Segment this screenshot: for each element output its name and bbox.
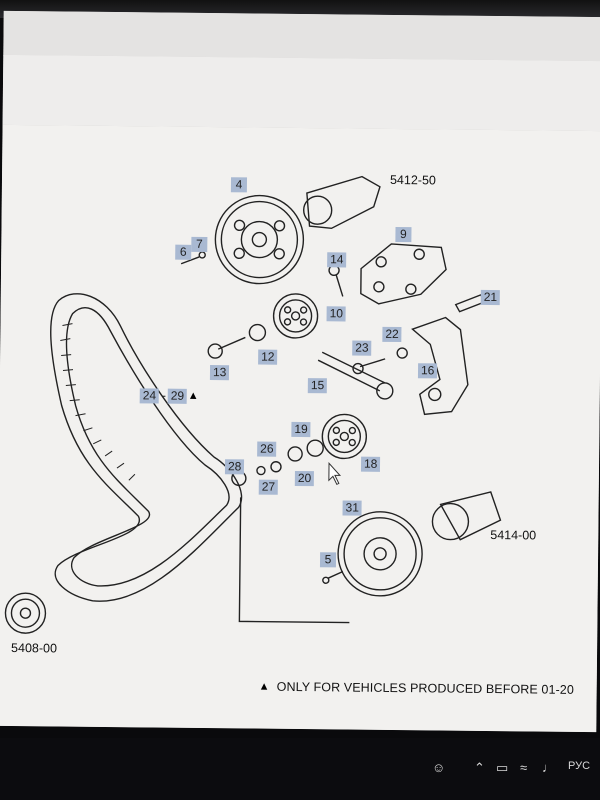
triangle-marker: ▲ [187, 389, 199, 402]
part-label-24[interactable]: 24 [139, 388, 160, 404]
footnote-triangle: ▲ [258, 680, 270, 693]
part-label-9[interactable]: 9 [395, 226, 412, 243]
part-label-10[interactable]: 10 [326, 306, 347, 322]
part-label-20[interactable]: 20 [294, 470, 315, 487]
page-header [2, 54, 600, 133]
ref-pump-shaft[interactable]: 5414-00 [490, 528, 537, 543]
wifi-icon[interactable]: ≈ [520, 760, 528, 775]
part-label-7[interactable]: 7 [191, 236, 208, 253]
ref-camshaft[interactable]: 5412-50 [389, 172, 436, 188]
part-label-21[interactable]: 21 [480, 289, 501, 306]
idler-roller-18 [321, 413, 368, 460]
screen: 4 6 7 9 10 12 13 14 15 16 18 19 20 21 22… [0, 10, 600, 733]
part-label-29[interactable]: 29 [167, 388, 188, 404]
part-label-19[interactable]: 19 [291, 421, 311, 438]
part-label-5[interactable]: 5 [319, 552, 337, 568]
range-dash: - [161, 388, 166, 403]
ref-crank-gear[interactable]: 5408-00 [11, 640, 58, 656]
chevron-up-icon[interactable]: ⌃ [474, 760, 485, 775]
camshaft-part [306, 175, 381, 230]
part-label-14[interactable]: 14 [327, 252, 347, 268]
tensioner-arm [411, 316, 469, 416]
part-label-15[interactable]: 15 [307, 378, 328, 394]
part-label-13[interactable]: 13 [209, 365, 230, 381]
part-label-12[interactable]: 12 [258, 349, 278, 365]
part-label-16[interactable]: 16 [417, 363, 438, 379]
idler-roller-10 [272, 293, 319, 339]
part-label-31[interactable]: 31 [342, 500, 363, 516]
part-label-28[interactable]: 28 [224, 459, 245, 475]
part-label-4[interactable]: 4 [230, 177, 248, 193]
part-label-6[interactable]: 6 [175, 244, 192, 260]
battery-icon[interactable]: ▭ [496, 760, 509, 775]
volume-icon[interactable]: ♩ [542, 760, 555, 775]
bracket-9 [360, 243, 447, 305]
taskbar: ☺ ⌃ ▭ ≈ ♩ РУС [0, 738, 600, 800]
diagram-drawing [4, 175, 502, 634]
pump-shaft [439, 491, 502, 541]
part-label-18[interactable]: 18 [360, 456, 381, 472]
part-label-22[interactable]: 22 [382, 326, 402, 343]
part-label-23[interactable]: 23 [352, 340, 372, 356]
browser-toolbar [3, 10, 600, 63]
parts-diagram: 4 6 7 9 10 12 13 14 15 16 18 19 20 21 22… [0, 124, 600, 733]
pump-pulley [337, 511, 423, 597]
timing-belt [50, 293, 243, 602]
people-icon[interactable]: ☺ [432, 760, 446, 775]
part-label-26[interactable]: 26 [257, 441, 277, 457]
part-label-27[interactable]: 27 [258, 479, 279, 495]
language-indicator[interactable]: РУС [568, 760, 591, 772]
cam-pulley [214, 194, 305, 285]
crank-gear [4, 592, 47, 634]
